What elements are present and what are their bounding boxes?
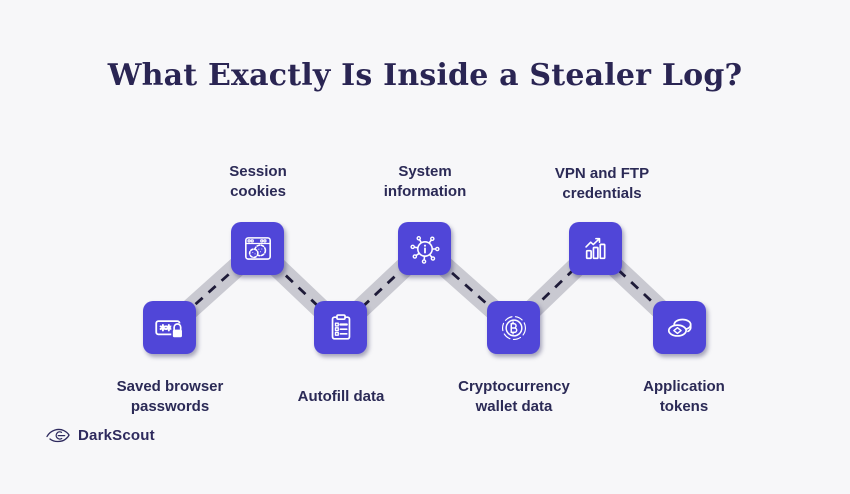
tile-system-information — [398, 222, 451, 275]
coins-icon — [667, 318, 692, 337]
label-session-cookies: Session cookies — [229, 163, 287, 200]
tile-saved-browser-passwords — [143, 301, 196, 354]
label-vpn-ftp-credentials: VPN and FTP credentials — [554, 165, 650, 202]
label-application-tokens: Application tokens — [643, 378, 725, 415]
brand-footer: DarkScout — [46, 427, 155, 444]
label-system-information: System information — [383, 163, 467, 200]
tile-cryptocurrency-wallet-data — [487, 301, 540, 354]
label-autofill-data: Autofill data — [297, 388, 385, 406]
password-lock-icon — [154, 319, 184, 338]
page-title: What Exactly Is Inside a Stealer Log? — [107, 58, 743, 93]
tile-autofill-data — [314, 301, 367, 354]
tile-vpn-ftp-credentials — [569, 222, 622, 275]
network-info-icon — [409, 235, 440, 264]
bar-chart-icon — [584, 237, 606, 259]
bitcoin-icon — [501, 315, 526, 340]
brand-name: DarkScout — [78, 427, 155, 444]
label-cryptocurrency-wallet-data: Cryptocurrency wallet data — [458, 378, 570, 415]
label-saved-browser-passwords: Saved browser passwords — [116, 378, 224, 415]
tile-session-cookies — [231, 222, 284, 275]
tile-application-tokens — [653, 301, 706, 354]
eye-swirl-icon — [46, 428, 70, 443]
clipboard-checklist-icon — [331, 313, 350, 340]
browser-cookies-icon — [244, 236, 271, 260]
